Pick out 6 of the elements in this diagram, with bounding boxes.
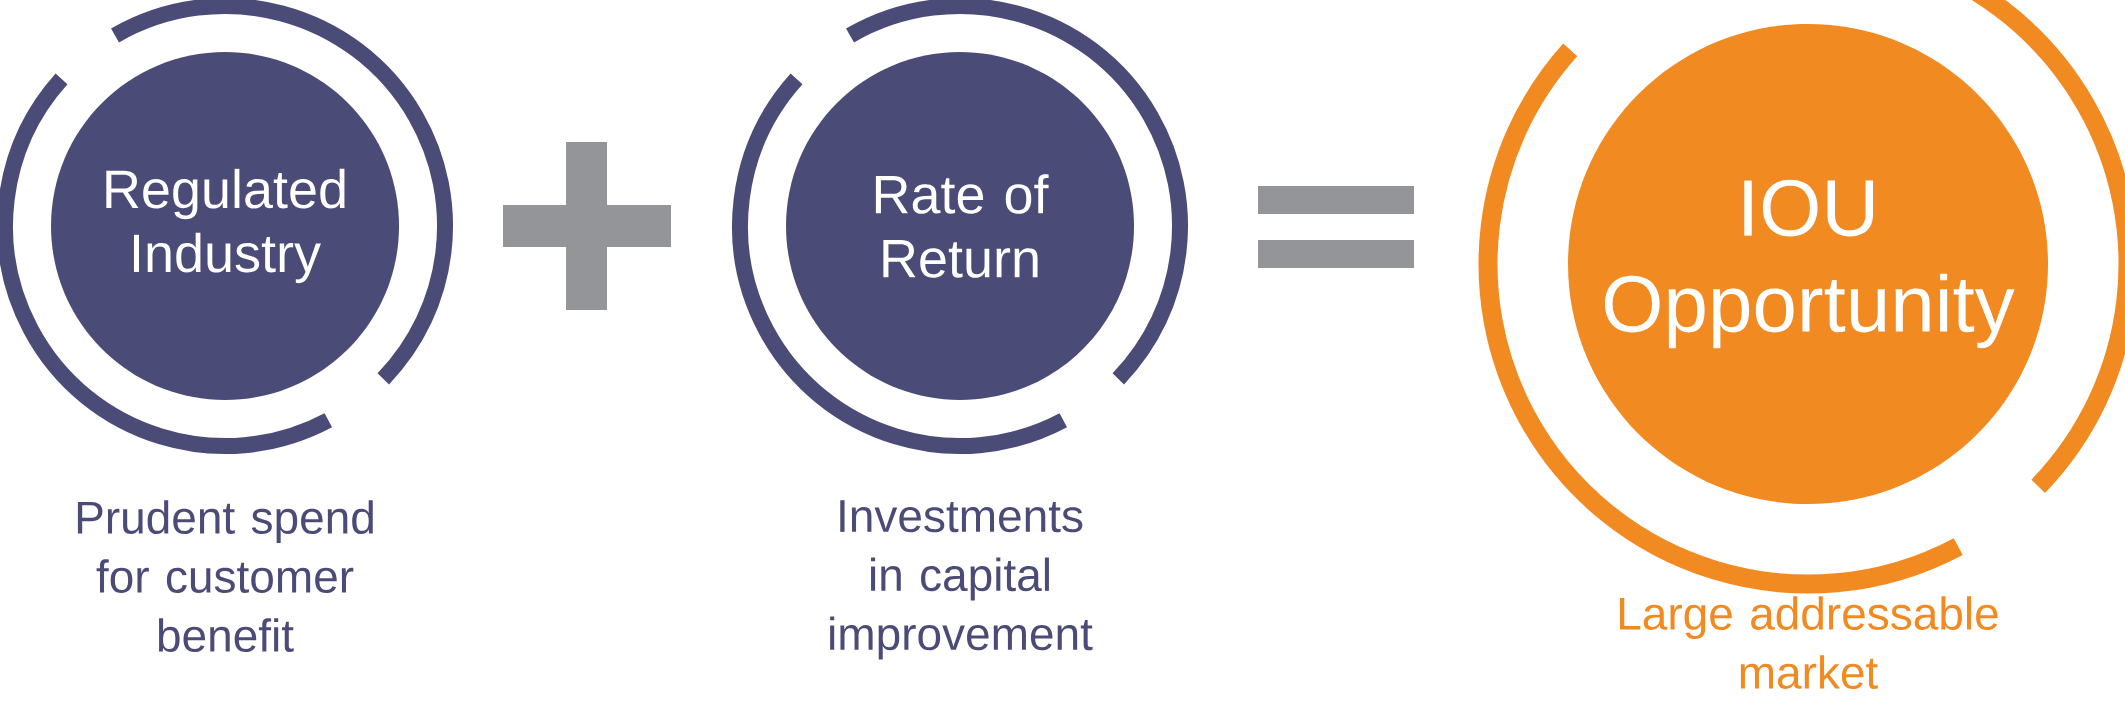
node-label: Prudent spend for customer benefit	[77, 500, 373, 652]
node-label: Investments in capital improvement	[830, 500, 1093, 660]
circle-node: Rate of Return	[786, 52, 1134, 400]
circle-node: IOU Opportunity	[1568, 24, 2048, 504]
circle-node: Regulated Industry	[51, 52, 399, 400]
node-label: Large addressable market	[1620, 596, 1998, 689]
